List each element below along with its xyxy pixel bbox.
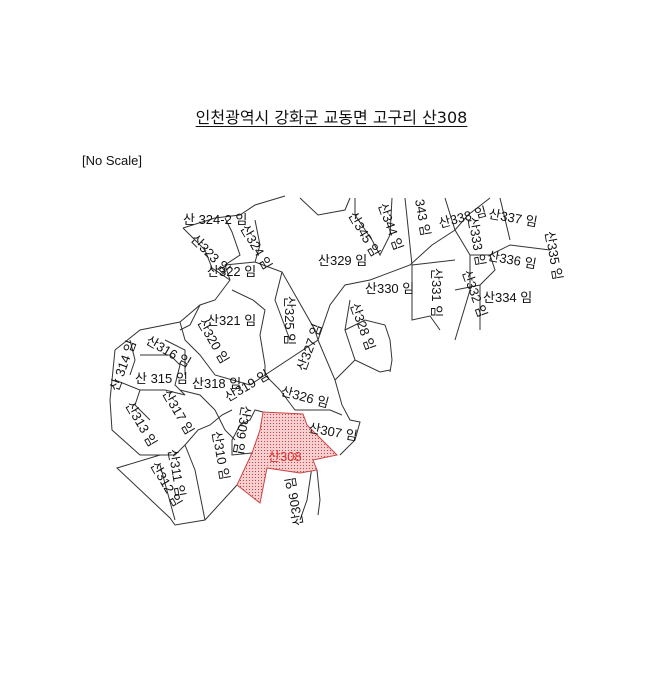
parcel-label: 산318 임 [192, 376, 241, 391]
parcel-label: 산321 임 [207, 313, 256, 328]
parcel-label: 산 324-2 임 [183, 212, 247, 227]
parcel-label: 산316 임 [144, 333, 194, 371]
parcel-boundary-line [454, 255, 471, 341]
parcel-boundary-line [411, 259, 456, 266]
parcel-boundary-line [231, 409, 264, 456]
parcel-boundary-line [279, 389, 343, 416]
parcel-boundary-line [184, 444, 206, 521]
parcel-boundary-line [159, 464, 176, 521]
parcel-boundary-line [299, 197, 351, 216]
parcel-label: 산309 임 [230, 404, 253, 455]
parcel-boundary-line [224, 217, 241, 281]
parcel-label: 산334 임 [483, 290, 532, 305]
parcel-label: 산345 임 [345, 209, 383, 259]
parcel-boundary-line [160, 409, 233, 456]
parcel-label: 산335 임 [542, 230, 565, 281]
parcel-boundary-line [179, 389, 216, 411]
parcel-boundary-line [404, 197, 441, 331]
parcel-boundary-line [231, 289, 266, 375]
parcel-boundary-line [274, 271, 291, 341]
parcel-boundary-line [179, 304, 201, 331]
parcel-boundary-line [264, 197, 491, 376]
parcel-label: 산317 임 [159, 387, 197, 437]
parcel-boundary-line [499, 197, 511, 241]
parcel-boundary-line [334, 359, 391, 381]
parcel-label: 산325 임 [282, 296, 297, 345]
parcel-label: 산322 임 [207, 264, 256, 279]
parcel-boundary-line [316, 469, 321, 516]
parcel-label: 산337 임 [487, 206, 538, 229]
parcel-label: 산329 임 [318, 253, 367, 268]
parcel-boundary-line [354, 197, 393, 257]
parcel-boundary-line [140, 354, 186, 396]
parcel-label: 산331 임 [429, 268, 444, 317]
parcel-label: 산306 임 [283, 476, 306, 527]
parcel-boundary-line [254, 261, 319, 341]
parcel-boundary-line [114, 379, 151, 421]
map-title: 인천광역시 강화군 교동면 고구리 산308 [195, 108, 468, 127]
parcel-boundary-line [140, 389, 186, 396]
parcel-boundary-line [444, 197, 551, 256]
parcel-boundary-line [224, 219, 261, 266]
parcel-label: 산 315 임 [135, 371, 188, 386]
parcel-label: 산313 임 [122, 399, 160, 449]
parcel-label: 산327 임 [294, 322, 325, 373]
parcel-boundary-line [214, 409, 236, 441]
target-parcel-shape[interactable] [236, 411, 339, 504]
parcel-boundaries [109, 195, 551, 526]
parcel-boundary-line [129, 339, 136, 376]
parcel-boundary-line [164, 339, 186, 375]
parcel-label: 산326 임 [279, 383, 330, 410]
parcel-label: 산310 임 [209, 430, 232, 481]
parcel-label: 산333 임 [465, 216, 488, 267]
parcel-boundary-line [344, 319, 393, 373]
parcel-boundary-line [109, 227, 238, 526]
target-parcel-label: 산308 [268, 449, 302, 464]
parcel-label: 343 임 [412, 198, 433, 237]
scale-note: [No Scale] [82, 153, 142, 168]
parcel-boundary-line [182, 195, 286, 229]
parcel-boundary-line [454, 254, 496, 291]
parcel-label: 산330 임 [365, 281, 414, 296]
